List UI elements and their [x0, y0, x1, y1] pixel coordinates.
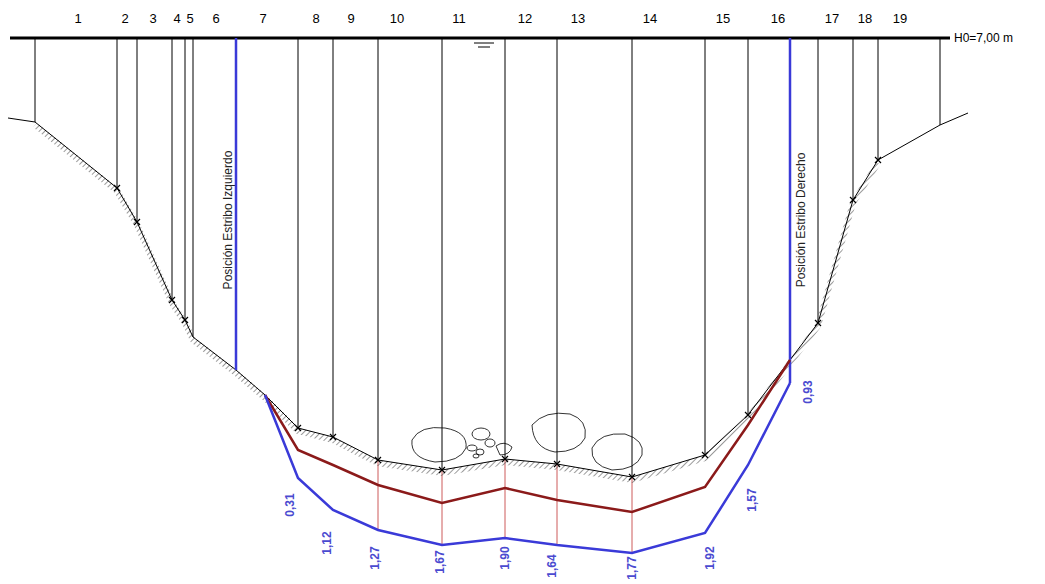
scour-depth: 1,67 — [434, 549, 446, 574]
station-number: 15 — [716, 12, 730, 25]
station-number: 11 — [452, 12, 466, 25]
station-number: 5 — [186, 12, 193, 25]
station-number: 9 — [347, 12, 354, 25]
scour-depth: 1,77 — [626, 555, 638, 580]
abutment-line — [235, 38, 238, 370]
station-number: 8 — [312, 12, 319, 25]
abutment-label: Posición Estribo Derecho — [795, 153, 807, 288]
total-scour-line — [265, 383, 790, 553]
scour-depth: 1,27 — [369, 545, 381, 570]
station-number: 18 — [858, 12, 872, 25]
station-number: 17 — [825, 12, 839, 25]
station-number: 6 — [212, 12, 219, 25]
station-number: 2 — [121, 12, 128, 25]
scour-depth: 0,31 — [284, 492, 296, 517]
station-number: 10 — [390, 12, 404, 25]
station-number: 3 — [149, 12, 156, 25]
general-scour-line — [265, 360, 790, 512]
station-number: 4 — [173, 12, 180, 25]
station-number: 12 — [518, 12, 532, 25]
water-symbol — [470, 38, 498, 47]
ground-hatching — [35, 125, 878, 480]
scour-depth: 1,64 — [546, 553, 558, 578]
station-lines — [35, 38, 940, 477]
abutment-label: Posición Estribo Izquierdo — [222, 151, 234, 290]
station-number: 19 — [893, 12, 907, 25]
station-number: 1 — [74, 12, 81, 25]
ground-profile — [8, 113, 968, 477]
abutment-line — [789, 38, 792, 383]
scour-depth: 0,93 — [802, 379, 814, 404]
heading-level: H0=7,00 m — [954, 32, 1013, 44]
scour-depth: 1,12 — [321, 530, 333, 555]
boulders — [412, 413, 643, 470]
station-number: 16 — [771, 12, 785, 25]
station-number: 7 — [259, 12, 266, 25]
scour-depth: 1,90 — [499, 545, 511, 570]
water-level-line — [10, 37, 950, 40]
station-number: 14 — [643, 12, 657, 25]
station-number: 13 — [571, 12, 585, 25]
scour-depth: 1,57 — [746, 487, 758, 512]
scour-depth: 1,92 — [704, 545, 716, 570]
